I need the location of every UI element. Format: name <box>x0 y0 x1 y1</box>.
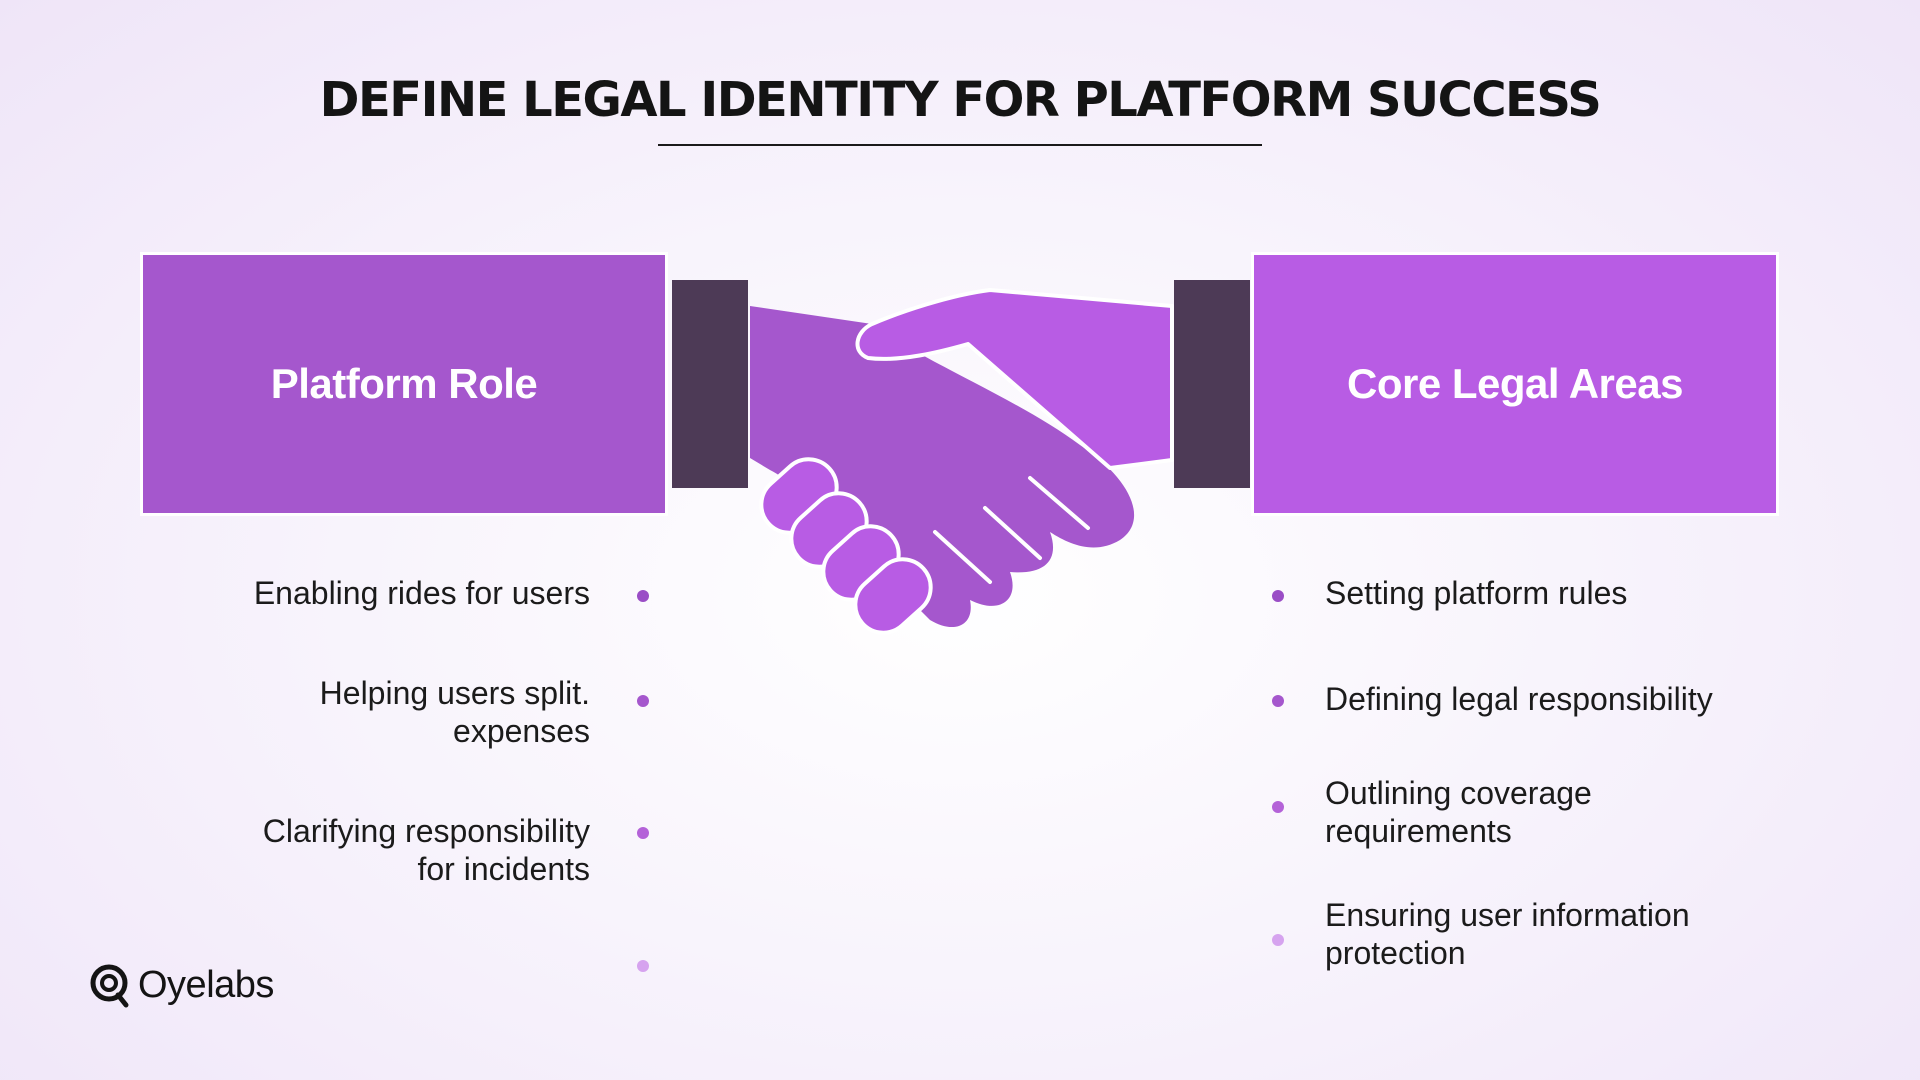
right-item-2: Defining legal responsibility <box>1325 680 1713 718</box>
title-underline <box>658 144 1262 146</box>
right-sleeve-cuff <box>1174 280 1250 488</box>
left-bullet-3 <box>637 827 649 839</box>
platform-role-heading: Platform Role <box>270 360 538 407</box>
right-bullet-2 <box>1272 695 1284 707</box>
left-item-1: Enabling rides for users <box>254 574 590 612</box>
right-item-3-line2: requirements <box>1325 813 1512 849</box>
left-bullet-1 <box>637 590 649 602</box>
right-item-2-text: Defining legal responsibility <box>1325 681 1713 717</box>
right-bullet-1 <box>1272 590 1284 602</box>
left-item-3-line1: Clarifying responsibility <box>262 813 590 849</box>
oyelabs-logo: Oyelabs <box>88 962 274 1008</box>
right-bullet-3 <box>1272 801 1284 813</box>
left-sleeve-cuff <box>672 280 748 488</box>
oyelabs-logo-icon <box>90 964 129 1008</box>
right-bullet-4 <box>1272 934 1284 946</box>
page-title: DEFINE LEGAL IDENTITY FOR PLATFORM SUCCE… <box>319 72 1602 128</box>
left-bullet-4 <box>637 960 649 972</box>
left-bullet-2 <box>637 695 649 707</box>
right-item-4-line2: protection <box>1325 935 1466 971</box>
left-hand <box>750 306 1135 628</box>
right-item-4-line1: Ensuring user information <box>1325 897 1690 933</box>
brand-name: Oyelabs <box>138 963 274 1006</box>
right-item-1: Setting platform rules <box>1325 574 1627 612</box>
left-item-2-line1: Helping users split. <box>319 675 590 711</box>
platform-role-panel: Platform Role <box>140 252 668 516</box>
right-hand <box>855 288 1174 470</box>
knuckle-4 <box>853 557 933 635</box>
right-item-1-text: Setting platform rules <box>1325 575 1628 611</box>
left-item-1-text: Enabling rides for users <box>253 575 590 611</box>
left-item-3-line2: for incidents <box>417 851 590 887</box>
left-item-3: Clarifying responsibility for incidents <box>263 812 590 888</box>
core-legal-areas-heading: Core Legal Areas <box>1347 360 1683 407</box>
left-item-2: Helping users split. expenses <box>320 674 590 750</box>
core-legal-areas-panel: Core Legal Areas <box>1251 252 1779 516</box>
right-item-3: Outlining coverage requirements <box>1325 774 1592 850</box>
left-item-2-line2: expenses <box>453 713 590 749</box>
right-item-4: Ensuring user information protection <box>1325 896 1690 972</box>
right-item-3-line1: Outlining coverage <box>1325 775 1592 811</box>
